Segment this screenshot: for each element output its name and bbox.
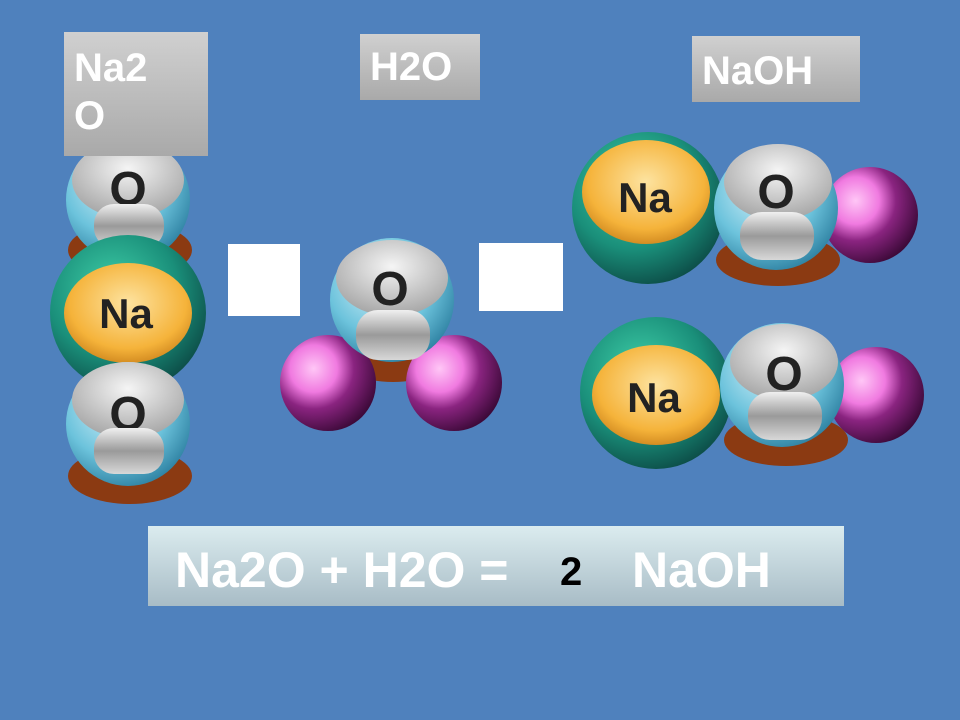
sodium-atom: Na <box>572 132 724 284</box>
h2o-label: H2O <box>360 34 480 100</box>
arrow-placeholder-box <box>479 243 563 311</box>
equation-bar <box>148 526 844 606</box>
hydrogen-atom <box>280 335 376 431</box>
sodium-atom: Na <box>50 235 206 391</box>
naoh-label: NaOH <box>692 36 860 102</box>
sodium-symbol: Na <box>99 290 153 337</box>
naoh-molecule-1: Na O <box>572 132 918 286</box>
oxygen-atom: O <box>66 362 192 504</box>
naoh-molecule-2: Na O <box>580 317 924 469</box>
equation-coefficient: 2 <box>560 550 583 594</box>
sodium-symbol: Na <box>627 374 681 421</box>
oxygen-atom: O <box>714 144 838 270</box>
equation-right: NaOH <box>632 542 771 598</box>
equation-left: Na2O + H2O = <box>175 542 509 598</box>
sodium-atom: Na <box>580 317 732 469</box>
na2o-molecule: O Na O <box>50 138 206 504</box>
oxygen-symbol: O <box>371 263 408 316</box>
sodium-symbol: Na <box>618 174 672 221</box>
hydrogen-atom <box>822 167 918 263</box>
oxygen-symbol: O <box>757 166 794 219</box>
hydrogen-atom <box>406 335 502 431</box>
plus-placeholder-box <box>228 244 300 316</box>
hydrogen-atom <box>828 347 924 443</box>
h2o-molecule: O <box>280 238 502 431</box>
oxygen-atom: O <box>720 323 844 447</box>
oxygen-atom: O <box>330 238 454 362</box>
na2o-label: Na2 O <box>64 32 208 156</box>
